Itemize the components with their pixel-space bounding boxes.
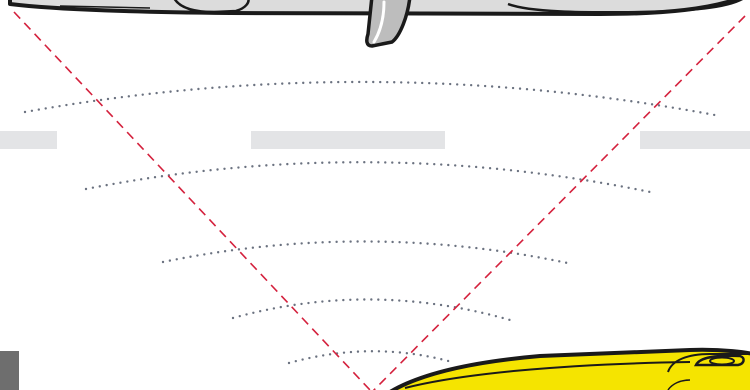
lane-marking-center bbox=[251, 131, 445, 149]
corner-object bbox=[0, 351, 19, 390]
range-arc-3 bbox=[161, 240, 574, 266]
yellow-vehicle-side-line bbox=[667, 379, 691, 390]
gray-vehicle-mirror bbox=[365, 0, 412, 48]
range-arc-1 bbox=[23, 80, 722, 118]
lane-marking-right bbox=[640, 131, 750, 149]
yellow-vehicle-mirror-glass bbox=[709, 356, 735, 366]
lane-markings bbox=[0, 131, 750, 149]
yellow-vehicle bbox=[389, 347, 750, 390]
lane-marking-left bbox=[0, 131, 57, 149]
sensor-boundary-right bbox=[372, 15, 746, 390]
gray-vehicle-right-wheel bbox=[507, 0, 743, 14]
yellow-vehicle-hood-line bbox=[404, 361, 691, 389]
gray-vehicle-mirror-highlight bbox=[372, 0, 386, 44]
range-arc-5 bbox=[287, 350, 454, 365]
gray-vehicle-left-wheel bbox=[173, 0, 250, 14]
range-arcs bbox=[23, 80, 722, 365]
yellow-vehicle-fender bbox=[667, 353, 750, 373]
range-arc-4 bbox=[231, 298, 512, 322]
gray-vehicle-side-crease bbox=[59, 5, 151, 9]
yellow-vehicle-body bbox=[389, 347, 750, 390]
sensor-boundaries bbox=[13, 11, 746, 390]
gray-vehicle bbox=[8, 0, 743, 48]
sensor-boundary-left bbox=[13, 11, 371, 390]
